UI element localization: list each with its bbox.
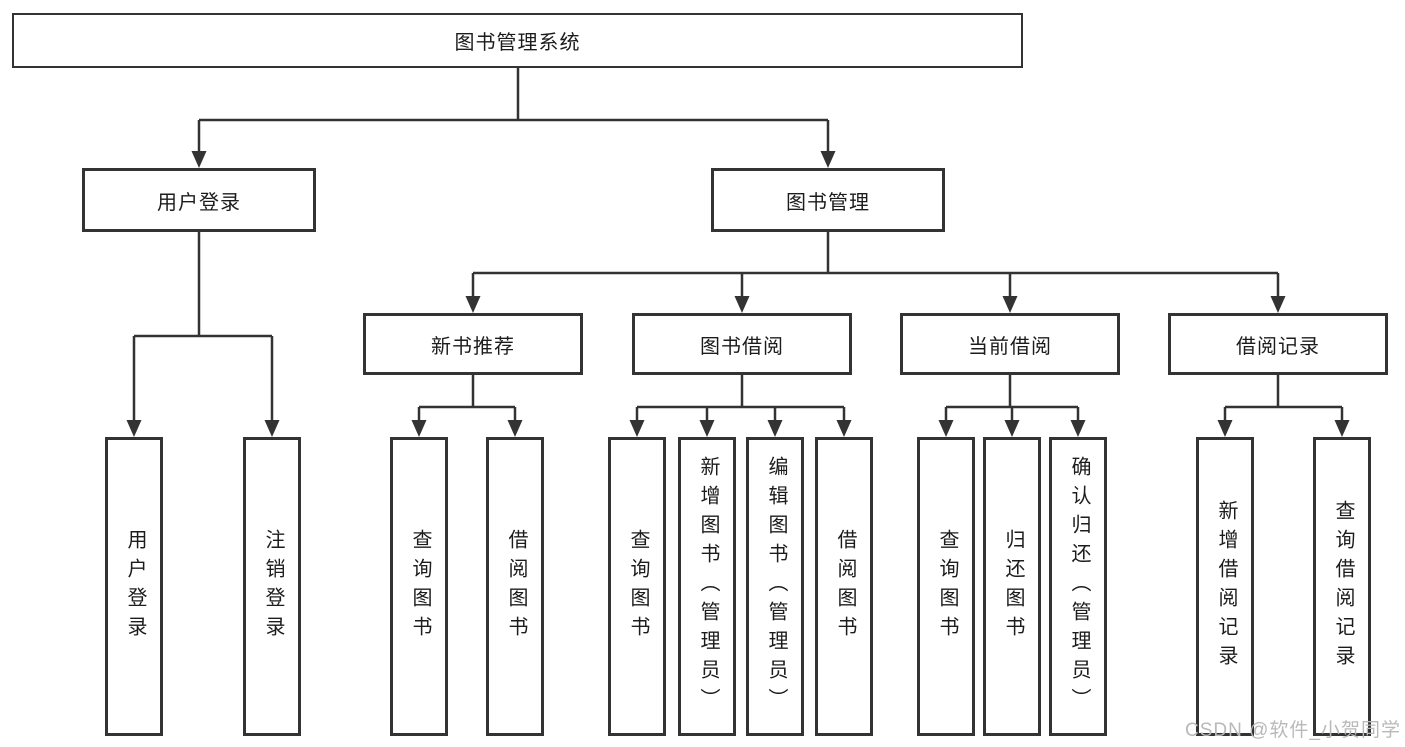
leaf-return-books: 归还图书 xyxy=(983,437,1041,736)
leaf-query-books-current: 查询图书 xyxy=(917,437,975,736)
leaf-query-borrow-record: 查询借阅记录 xyxy=(1313,437,1371,736)
leaf-borrow-books-recommend: 借阅图书 xyxy=(486,437,544,736)
leaf-logout: 注销登录 xyxy=(243,437,301,736)
node-user-login: 用户登录 xyxy=(82,168,316,232)
node-current-borrow: 当前借阅 xyxy=(900,313,1120,375)
leaf-add-books-admin: 新增图书（管理员） xyxy=(678,437,736,736)
leaf-query-books-borrow: 查询图书 xyxy=(608,437,666,736)
node-book-borrow: 图书借阅 xyxy=(632,313,852,375)
node-root: 图书管理系统 xyxy=(12,13,1023,68)
node-book-management: 图书管理 xyxy=(711,168,945,232)
leaf-borrow-books: 借阅图书 xyxy=(815,437,873,736)
leaf-add-borrow-record: 新增借阅记录 xyxy=(1196,437,1254,736)
arrowheads xyxy=(126,151,1350,437)
leaf-edit-books-admin: 编辑图书（管理员） xyxy=(746,437,804,736)
leaf-confirm-return-admin: 确认归还（管理员） xyxy=(1049,437,1107,736)
leaf-query-books-recommend: 查询图书 xyxy=(390,437,448,736)
leaf-user-login: 用户登录 xyxy=(105,437,163,736)
node-borrow-record: 借阅记录 xyxy=(1168,313,1388,375)
watermark: CSDN @软件_小贺同学 xyxy=(1185,720,1401,741)
node-new-book-recommend: 新书推荐 xyxy=(363,313,583,375)
